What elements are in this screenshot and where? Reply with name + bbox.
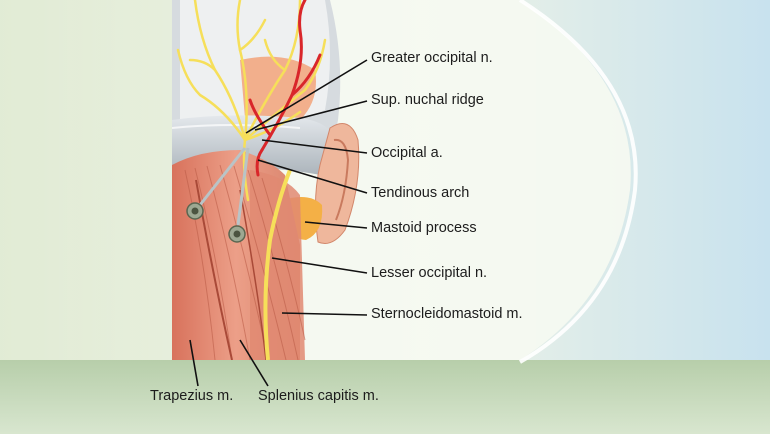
label-mastoid-process: Mastoid process <box>371 220 477 236</box>
label-lesser-occipital-n: Lesser occipital n. <box>371 265 488 281</box>
label-sup-nuchal-ridge: Sup. nuchal ridge <box>371 92 484 108</box>
label-occipital-a: Occipital a. <box>371 145 443 161</box>
leader-trapezius <box>189 339 199 387</box>
label-tendinous-arch: Tendinous arch <box>371 185 470 201</box>
leader-lesser-occipital <box>271 257 368 274</box>
label-sternocleidomastoid-m: Sternocleidomastoid m. <box>371 306 523 322</box>
head-neck-illustration <box>172 0 360 360</box>
label-splenius-capitis-m: Splenius capitis m. <box>258 388 379 404</box>
needle-2 <box>228 147 250 243</box>
leader-tendinous-arch <box>257 159 368 194</box>
leader-lines <box>189 59 368 387</box>
leader-mastoid-process <box>304 221 368 229</box>
needle-1 <box>186 147 247 220</box>
label-greater-occipital-n: Greater occipital n. <box>371 50 493 66</box>
leader-sternocleidomastoid <box>281 312 368 316</box>
leader-greater-occipital <box>245 59 368 134</box>
leader-splenius-capitis <box>239 339 269 387</box>
leader-occipital-a <box>261 139 368 154</box>
leader-sup-nuchal-ridge <box>254 100 368 131</box>
bottom-band <box>0 360 770 434</box>
label-trapezius-m: Trapezius m. <box>150 388 234 404</box>
